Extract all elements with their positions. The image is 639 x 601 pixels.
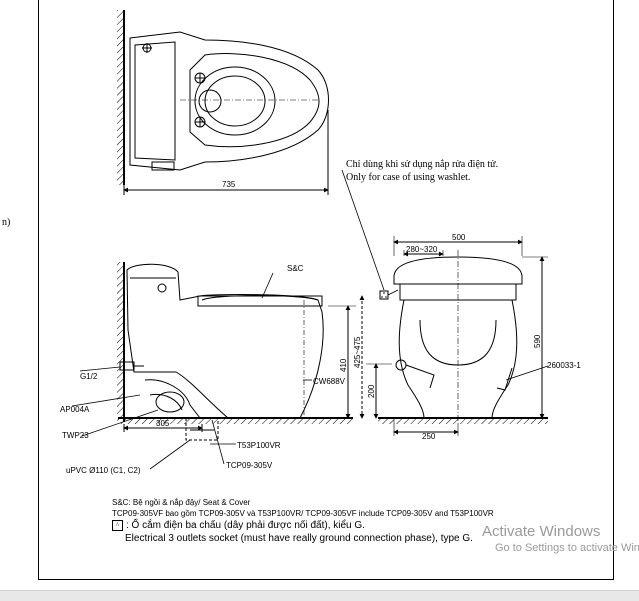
label-ap004a: AP004A [60,405,90,414]
label-twp23: TWP23 [62,431,89,440]
front-view [378,236,549,436]
seat-top-outline [189,53,320,148]
tank-foot-top [151,161,175,171]
lid-front [393,256,523,285]
washlet-note-en: Only for case of using washlet. [346,172,470,183]
label-tcp09-305v: TCP09-305V [226,461,273,470]
toilet-side-outline [126,263,324,419]
washlet-leader [341,169,385,291]
dim-410-label: 410 [339,358,348,372]
note-socket-vi: ∴: Ổ cắm điện ba chấu (dây phải được nối… [112,519,612,532]
note-socket-vi-text: : Ổ cắm điện ba chấu (dây phải được nối … [126,520,365,531]
bottom-bar [0,590,639,601]
activate-windows-title: Activate Windows [482,523,601,540]
activate-windows-subtitle: Go to Settings to activate Windows. [495,542,639,554]
side-view [71,262,392,470]
drain-circle-top [198,89,222,113]
dim-425-475-label: 425~475 [353,336,362,368]
seat-front [399,283,517,301]
label-cw688v: CW688V [313,377,346,386]
label-260033-1: 260033-1 [547,361,581,370]
left-text-fragment: n) [2,217,11,228]
label-upvc: uPVC Ø110 (C1, C2) [66,466,141,475]
label-t53p100vr: T53P100VR [237,441,281,450]
washlet-note-vi: Chỉ dùng khi sử dụng nắp rửa điện tử. [346,159,498,170]
floor-hatch-side [118,418,353,424]
dim-200-label: 200 [367,384,376,398]
toilet-top-outline [129,31,329,171]
bowl-inner-top [204,75,266,127]
dim-500-label: 500 [452,233,466,242]
dim-735-label: 735 [222,180,236,189]
note-socket-en: Electrical 3 outlets socket (must have r… [125,533,473,544]
dim-590-label: 590 [533,334,542,348]
bowl-rim-top [194,66,276,136]
wall-hatch-side [117,262,124,422]
top-view [117,10,329,195]
label-sc: S&C [287,264,304,273]
socket-icon: ∴ [112,519,123,531]
note-sc: S&C: Bệ ngồi & nắp đậy/ Seat & Cover [112,498,251,507]
notes-block: S&C: Bệ ngồi & nắp đậy/ Seat & Cover TCP… [112,497,612,545]
label-g12: G1/2 [80,372,98,381]
dim-280-320-label: 280~320 [406,245,438,254]
floor-hatch-front [378,418,548,424]
dim-250-label: 250 [422,432,436,441]
drawing-frame [38,0,614,580]
dim-305-label: 305 [156,419,170,428]
tank-top-outline [134,41,176,161]
wall-hatch-top [117,10,124,185]
note-tcp: TCP09-305VF bao gồm TCP09-305V và T53P10… [112,509,494,518]
